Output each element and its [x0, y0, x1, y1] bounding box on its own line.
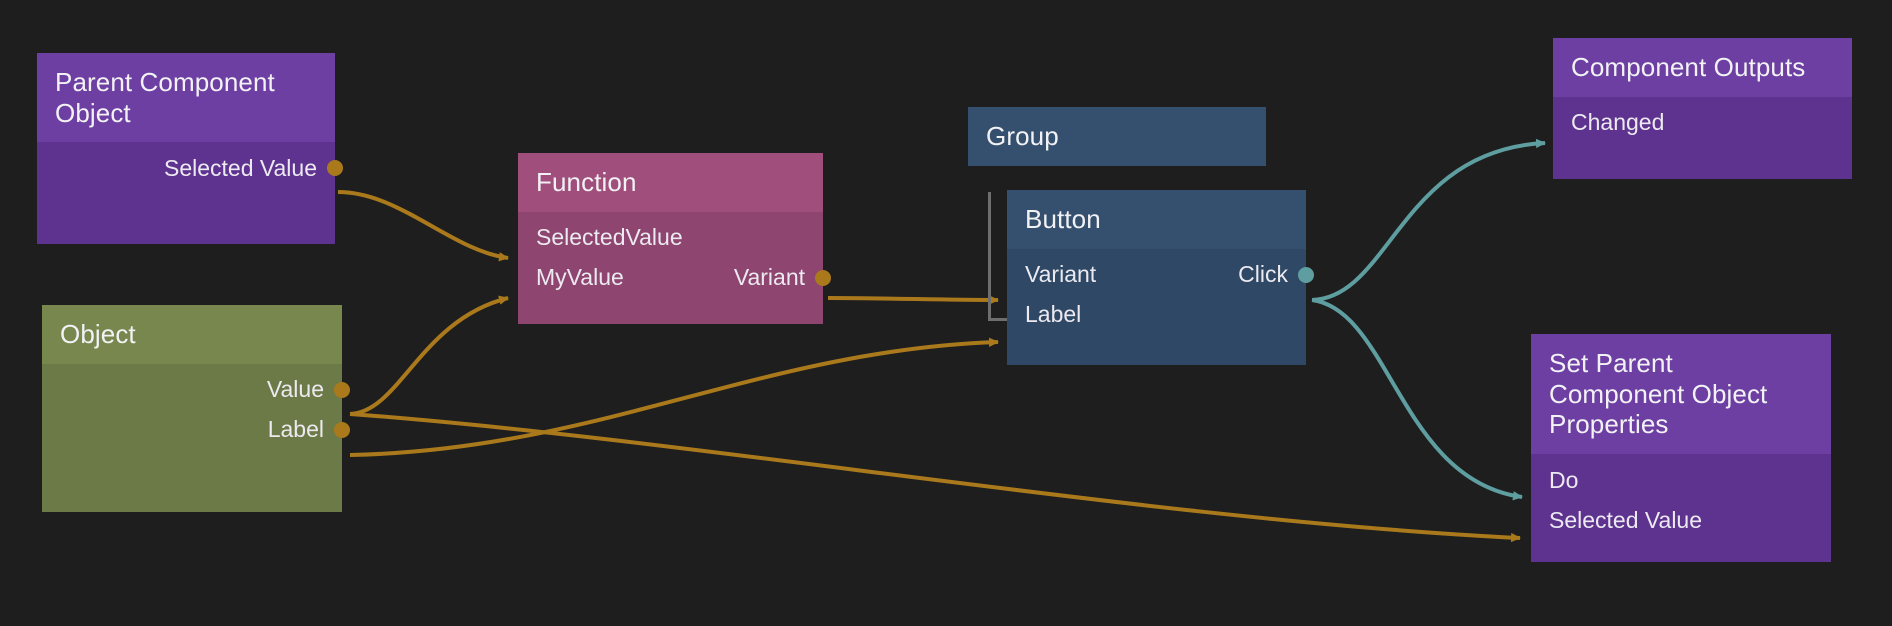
- edge-button-click-to-component-outputs-changed: [1311, 138, 1546, 302]
- edge-object-value-to-function-myvalue: [349, 295, 509, 416]
- port-dot-gold[interactable]: [327, 160, 343, 177]
- node-component-outputs[interactable]: Component Outputs Changed: [1553, 38, 1852, 179]
- port-label-output[interactable]: Label: [42, 410, 350, 450]
- node-parent-component-object[interactable]: Parent Component Object Selected Value: [37, 53, 343, 245]
- port-label: Label: [267, 416, 324, 443]
- port-do-input[interactable]: Do: [1531, 460, 1831, 500]
- node-title: Parent Component Object: [37, 53, 335, 143]
- node-title: Group: [968, 107, 1266, 166]
- port-selected-value-output[interactable]: Selected Value: [37, 148, 343, 188]
- port-selected-value-input[interactable]: Selected Value: [1531, 500, 1831, 540]
- node-title: Function: [518, 153, 823, 212]
- node-ports: Variant Click Label: [1007, 248, 1314, 365]
- node-ports: Selected Value: [37, 142, 343, 245]
- node-group[interactable]: Group: [968, 107, 1266, 166]
- port-label: Label: [1025, 301, 1082, 328]
- group-child-bracket: [988, 192, 1013, 321]
- port-value-output[interactable]: Value: [42, 370, 350, 410]
- node-ports: Value Label: [42, 363, 350, 512]
- port-variant-input-click-output[interactable]: Variant Click: [1007, 255, 1314, 295]
- edge-object-value-to-set-parent-selected-value: [349, 412, 1521, 543]
- node-set-parent-component-object-properties[interactable]: Set Parent Component Object Properties D…: [1531, 334, 1831, 563]
- port-label: Click: [1238, 261, 1288, 288]
- port-label: SelectedValue: [536, 224, 683, 251]
- node-ports: Do Selected Value: [1531, 454, 1831, 563]
- port-label-input[interactable]: Label: [1007, 295, 1306, 335]
- node-ports: Changed: [1553, 96, 1852, 179]
- node-title: Object: [42, 305, 342, 364]
- port-dot-gold[interactable]: [334, 421, 350, 438]
- port-label: Variant: [1025, 261, 1097, 288]
- edge-object-label-to-button-label: [349, 337, 999, 457]
- port-label: Variant: [733, 264, 805, 291]
- node-button[interactable]: Button Variant Click Label: [1007, 190, 1314, 365]
- port-dot-teal[interactable]: [1298, 266, 1314, 283]
- node-ports: SelectedValue MyValue Variant: [518, 211, 831, 324]
- port-dot-gold[interactable]: [334, 381, 350, 398]
- port-selectedvalue-input[interactable]: SelectedValue: [518, 218, 823, 258]
- edge-function-variant-to-button-variant: [827, 295, 999, 305]
- node-title: Component Outputs: [1553, 38, 1852, 97]
- port-label: Selected Value: [1549, 506, 1703, 533]
- port-label: Selected Value: [163, 154, 317, 181]
- port-myvalue-input-variant-output[interactable]: MyValue Variant: [518, 258, 831, 298]
- port-label: Do: [1549, 466, 1579, 493]
- port-label: Changed: [1571, 109, 1665, 136]
- node-function[interactable]: Function SelectedValue MyValue Variant: [518, 153, 831, 324]
- node-object[interactable]: Object Value Label: [42, 305, 350, 512]
- port-label: MyValue: [536, 264, 624, 291]
- node-title: Button: [1007, 190, 1306, 249]
- port-label: Value: [266, 376, 324, 403]
- edge-button-click-to-set-parent-do: [1311, 298, 1523, 501]
- node-title: Set Parent Component Object Properties: [1531, 334, 1831, 455]
- edge-parent-selected-value-to-function-selectedvalue: [337, 190, 509, 262]
- port-changed-input[interactable]: Changed: [1553, 103, 1852, 143]
- port-dot-gold[interactable]: [815, 269, 831, 286]
